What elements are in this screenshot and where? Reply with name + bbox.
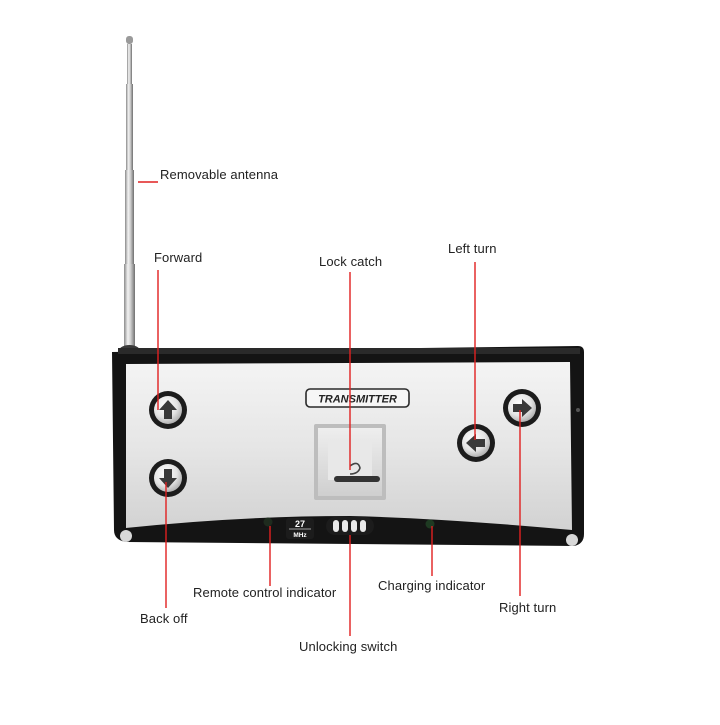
label-lock-catch: Lock catch [319,254,383,269]
forward-button[interactable] [149,391,187,429]
back-button[interactable] [149,459,187,497]
label-charging-indicator: Charging indicator [378,578,486,593]
frequency-unit: MHz [293,532,307,539]
arrow-right-icon [513,399,532,417]
label-forward: Forward [154,250,203,265]
brand-badge: TRANSMITTER [305,388,410,408]
left-turn-button[interactable] [457,424,495,462]
antenna [119,36,140,355]
unlocking-switch[interactable] [326,517,374,535]
arrow-left-icon [466,434,485,452]
arrow-up-icon [159,400,177,419]
right-turn-button[interactable] [503,389,541,427]
arrow-down-icon [159,469,177,488]
label-removable-antenna: Removable antenna [160,167,279,182]
leader-lines [138,181,521,636]
label-right-turn: Right turn [499,600,557,615]
brand-badge-text: TRANSMITTER [318,394,397,406]
frequency-value: 27 [295,519,305,529]
frequency-badge: 27 MHz [286,518,314,539]
label-back-off: Back off [140,611,188,626]
charging-led [425,519,435,529]
remote-control-led [263,517,273,527]
label-remote-control-indicator: Remote control indicator [193,585,337,600]
label-left-turn: Left turn [448,241,497,256]
label-unlocking-switch: Unlocking switch [299,639,398,654]
